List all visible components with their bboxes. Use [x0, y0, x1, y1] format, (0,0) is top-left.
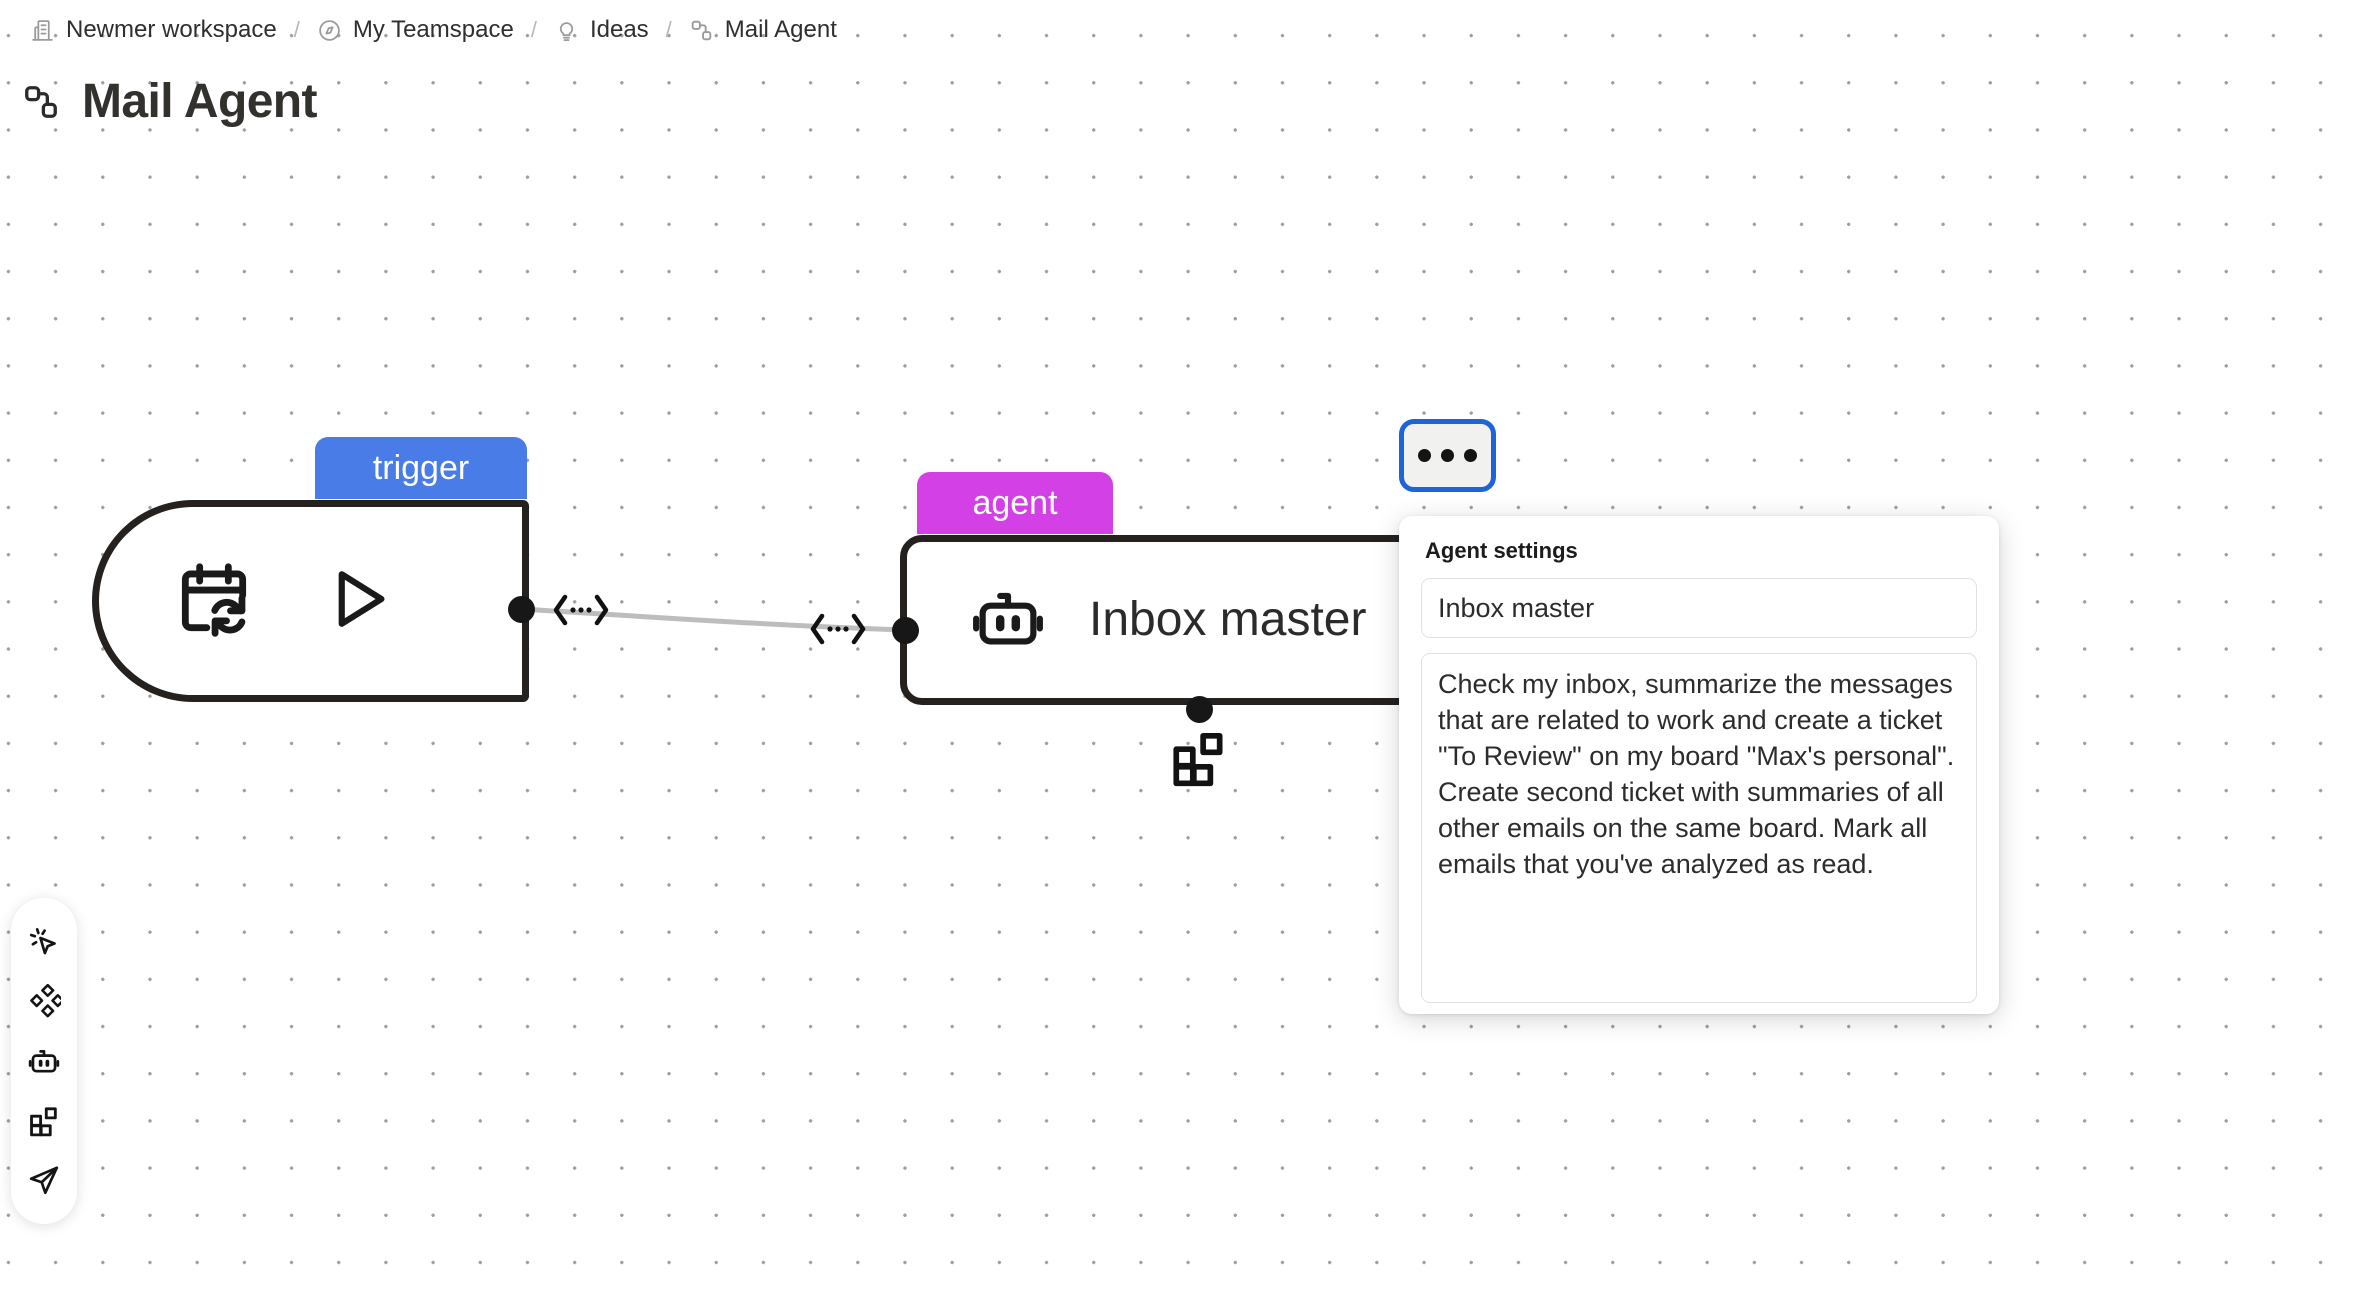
lightbulb-icon	[554, 18, 579, 43]
port-trigger-output[interactable]	[508, 596, 535, 623]
rail-item-agent-tool[interactable]	[20, 1037, 68, 1085]
tool-rail	[11, 898, 77, 1224]
diamonds-icon	[27, 984, 61, 1018]
node-badge-trigger[interactable]: trigger	[315, 437, 527, 499]
port-agent-input[interactable]	[892, 617, 919, 644]
node-badge-agent[interactable]: agent	[917, 472, 1113, 534]
breadcrumb-label: Newmer workspace	[66, 16, 277, 43]
more-dot	[1418, 449, 1431, 462]
breadcrumb-separator: /	[293, 17, 300, 42]
workflow-nodes-icon	[22, 83, 60, 121]
blocks-icon	[1168, 732, 1230, 793]
page-title-row: Mail Agent	[22, 75, 318, 128]
blocks-icon	[27, 1104, 61, 1138]
building-icon	[30, 18, 55, 43]
node-badge-label: agent	[972, 484, 1058, 522]
more-dot	[1441, 449, 1454, 462]
rail-item-blocks-tool[interactable]	[20, 1097, 68, 1145]
breadcrumb-separator: /	[530, 17, 537, 42]
calendar-sync-icon	[171, 556, 257, 647]
agent-more-button[interactable]	[1399, 419, 1496, 492]
breadcrumb-label: My Teamspace	[352, 16, 514, 43]
page-title: Mail Agent	[82, 75, 318, 128]
node-trigger[interactable]	[92, 500, 529, 702]
play-icon[interactable]	[319, 560, 397, 643]
node-agent-title: Inbox master	[1089, 593, 1367, 646]
rail-item-send-tool[interactable]	[20, 1156, 68, 1204]
node-tool-blocks[interactable]	[1168, 727, 1230, 794]
breadcrumb-label: Ideas	[589, 16, 649, 43]
more-dot	[1464, 449, 1477, 462]
rail-item-shapes-tool[interactable]	[20, 977, 68, 1025]
agent-name-input[interactable]	[1421, 578, 1977, 638]
cursor-click-icon	[27, 925, 61, 959]
breadcrumb-item-teamspace[interactable]: My Teamspace	[311, 16, 520, 45]
breadcrumb-label: Mail Agent	[724, 16, 837, 43]
node-badge-label: trigger	[372, 449, 470, 487]
breadcrumb-item-mail-agent[interactable]: Mail Agent	[683, 16, 843, 45]
breadcrumb-separator: /	[665, 17, 672, 42]
breadcrumb-item-ideas[interactable]: Ideas	[548, 16, 655, 45]
breadcrumb: Newmer workspace / My Teamspace / Ideas …	[24, 14, 843, 46]
workflow-nodes-icon	[689, 18, 714, 43]
agent-settings-title: Agent settings	[1425, 538, 1578, 563]
rail-item-select-tool[interactable]	[20, 918, 68, 966]
port-agent-tool[interactable]	[1186, 696, 1213, 723]
send-icon	[27, 1163, 61, 1197]
compass-icon	[317, 18, 342, 43]
robot-icon	[27, 1044, 61, 1078]
robot-icon	[969, 579, 1047, 662]
agent-prompt-input[interactable]	[1421, 653, 1977, 1003]
breadcrumb-item-workspace[interactable]: Newmer workspace	[24, 16, 283, 45]
agent-settings-panel: Agent settings	[1399, 516, 1999, 1014]
